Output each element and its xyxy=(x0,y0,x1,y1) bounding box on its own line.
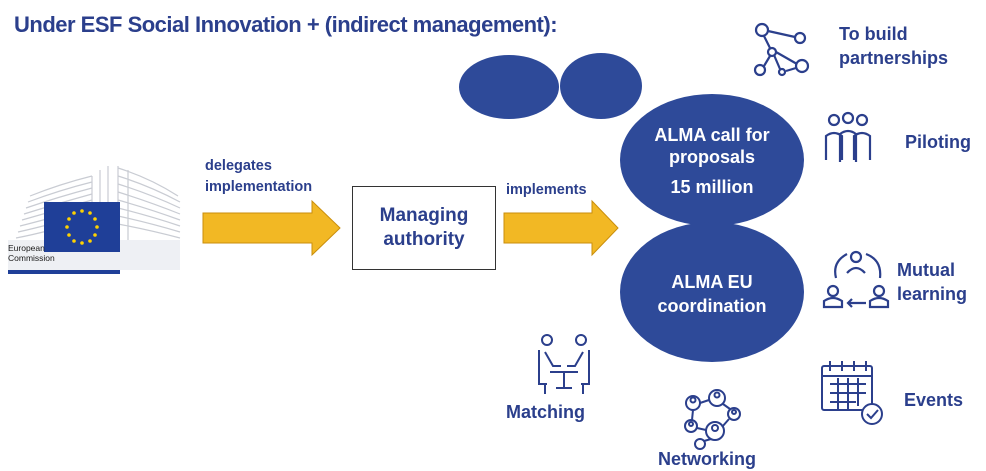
page-title: Under ESF Social Innovation + (indirect … xyxy=(14,12,558,37)
logo-caption: European Commission xyxy=(8,243,55,263)
mutual-learning-line1: Mutual xyxy=(897,260,955,280)
call-line2: proposals xyxy=(668,147,756,167)
managing-authority-line1: Managing xyxy=(379,205,469,226)
mutual-learning-label: Mutual learning xyxy=(897,258,967,306)
coordination-oval xyxy=(620,222,804,362)
partnerships-line1: To build xyxy=(839,24,908,44)
partnerships-label: To build partnerships xyxy=(839,22,948,70)
coordination-oval-text: ALMA EU coordination xyxy=(622,270,802,318)
call-amount: 15 million xyxy=(670,177,754,197)
delegates-label-line2: implementation xyxy=(205,179,313,195)
calendar-check-icon xyxy=(821,361,883,425)
small-oval-right xyxy=(560,53,642,119)
call-line1: ALMA call for xyxy=(654,125,770,145)
networking-label: Networking xyxy=(658,449,757,469)
partnerships-line2: partnerships xyxy=(839,48,949,68)
events-label: Events xyxy=(904,390,964,410)
logo-caption-line1: European xyxy=(8,243,45,253)
coordination-line2: coordination xyxy=(657,296,767,316)
mutual-learning-line2: learning xyxy=(897,284,968,304)
delegates-arrow xyxy=(202,199,341,257)
logo-caption-line2: Commission xyxy=(8,253,55,263)
small-oval-left xyxy=(459,55,559,119)
call-oval xyxy=(620,94,804,226)
delegates-label: delegates implementation xyxy=(205,156,312,198)
implements-arrow xyxy=(503,199,619,257)
people-network-icon xyxy=(684,389,741,450)
european-commission-logo xyxy=(8,166,181,274)
team-icon xyxy=(824,111,872,162)
network-nodes-icon xyxy=(753,22,810,77)
call-oval-text: ALMA call for proposals 15 million xyxy=(622,124,802,198)
matching-label: Matching xyxy=(506,402,585,422)
piloting-label: Piloting xyxy=(905,132,971,152)
exchange-people-icon xyxy=(822,250,890,309)
implements-label: implements xyxy=(506,182,587,198)
meeting-table-icon xyxy=(538,334,590,394)
managing-authority-box: Managing authority xyxy=(352,186,496,270)
coordination-line1: ALMA EU xyxy=(671,272,753,292)
eu-stars xyxy=(65,209,99,245)
managing-authority-line2: authority xyxy=(383,229,465,250)
delegates-label-line1: delegates xyxy=(205,158,272,174)
